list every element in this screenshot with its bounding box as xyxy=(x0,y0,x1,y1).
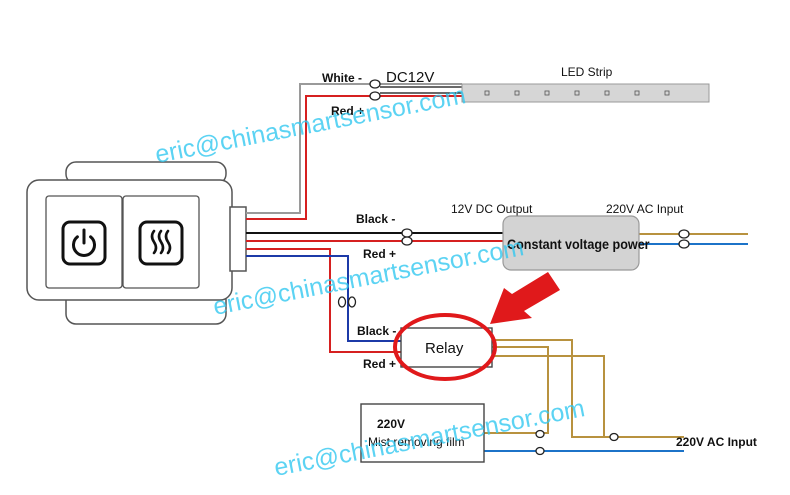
led-strip xyxy=(461,83,710,103)
red-wire-label-top: Red + xyxy=(331,104,364,118)
dc12v-label: DC12V xyxy=(386,69,434,86)
red-wire-label-mid: Red + xyxy=(363,247,396,261)
white-wire-label: White - xyxy=(322,71,362,85)
red-arrow-icon xyxy=(490,272,560,324)
relay-connector xyxy=(337,296,357,308)
touch-switch-module xyxy=(26,161,247,325)
red-wire-label-low: Red + xyxy=(363,357,396,371)
black-wire-label-mid: Black - xyxy=(356,212,395,226)
ac-input-label-bottom: 220V AC Input xyxy=(676,435,757,449)
ac-connectors xyxy=(535,229,690,456)
led-wires xyxy=(246,83,462,220)
power-icon[interactable] xyxy=(61,220,107,266)
heat-icon[interactable] xyxy=(138,220,184,266)
led-strip-label: LED Strip xyxy=(561,65,613,79)
film-voltage-label: 220V xyxy=(377,417,405,431)
black-wire-label-low: Black - xyxy=(357,324,396,338)
relay-wires xyxy=(246,248,402,353)
relay-box xyxy=(400,327,493,368)
led-connector xyxy=(369,79,381,101)
watermark-1: eric@chinasmartsensor.com xyxy=(153,81,468,169)
mist-film-box xyxy=(360,403,485,463)
power-supply-label: Constant voltage power xyxy=(507,236,650,252)
power-supply-wires xyxy=(246,232,505,242)
power-supply-box xyxy=(502,215,640,271)
power-supply-connector xyxy=(401,228,413,246)
ac-wires xyxy=(484,233,748,452)
relay-label: Relay xyxy=(425,340,464,357)
film-name-label: Mist removing film xyxy=(368,435,465,449)
ac-input-label-top: 220V AC Input xyxy=(606,202,684,216)
relay-highlight-circle xyxy=(393,313,497,381)
dc-output-label: 12V DC Output xyxy=(451,202,533,216)
